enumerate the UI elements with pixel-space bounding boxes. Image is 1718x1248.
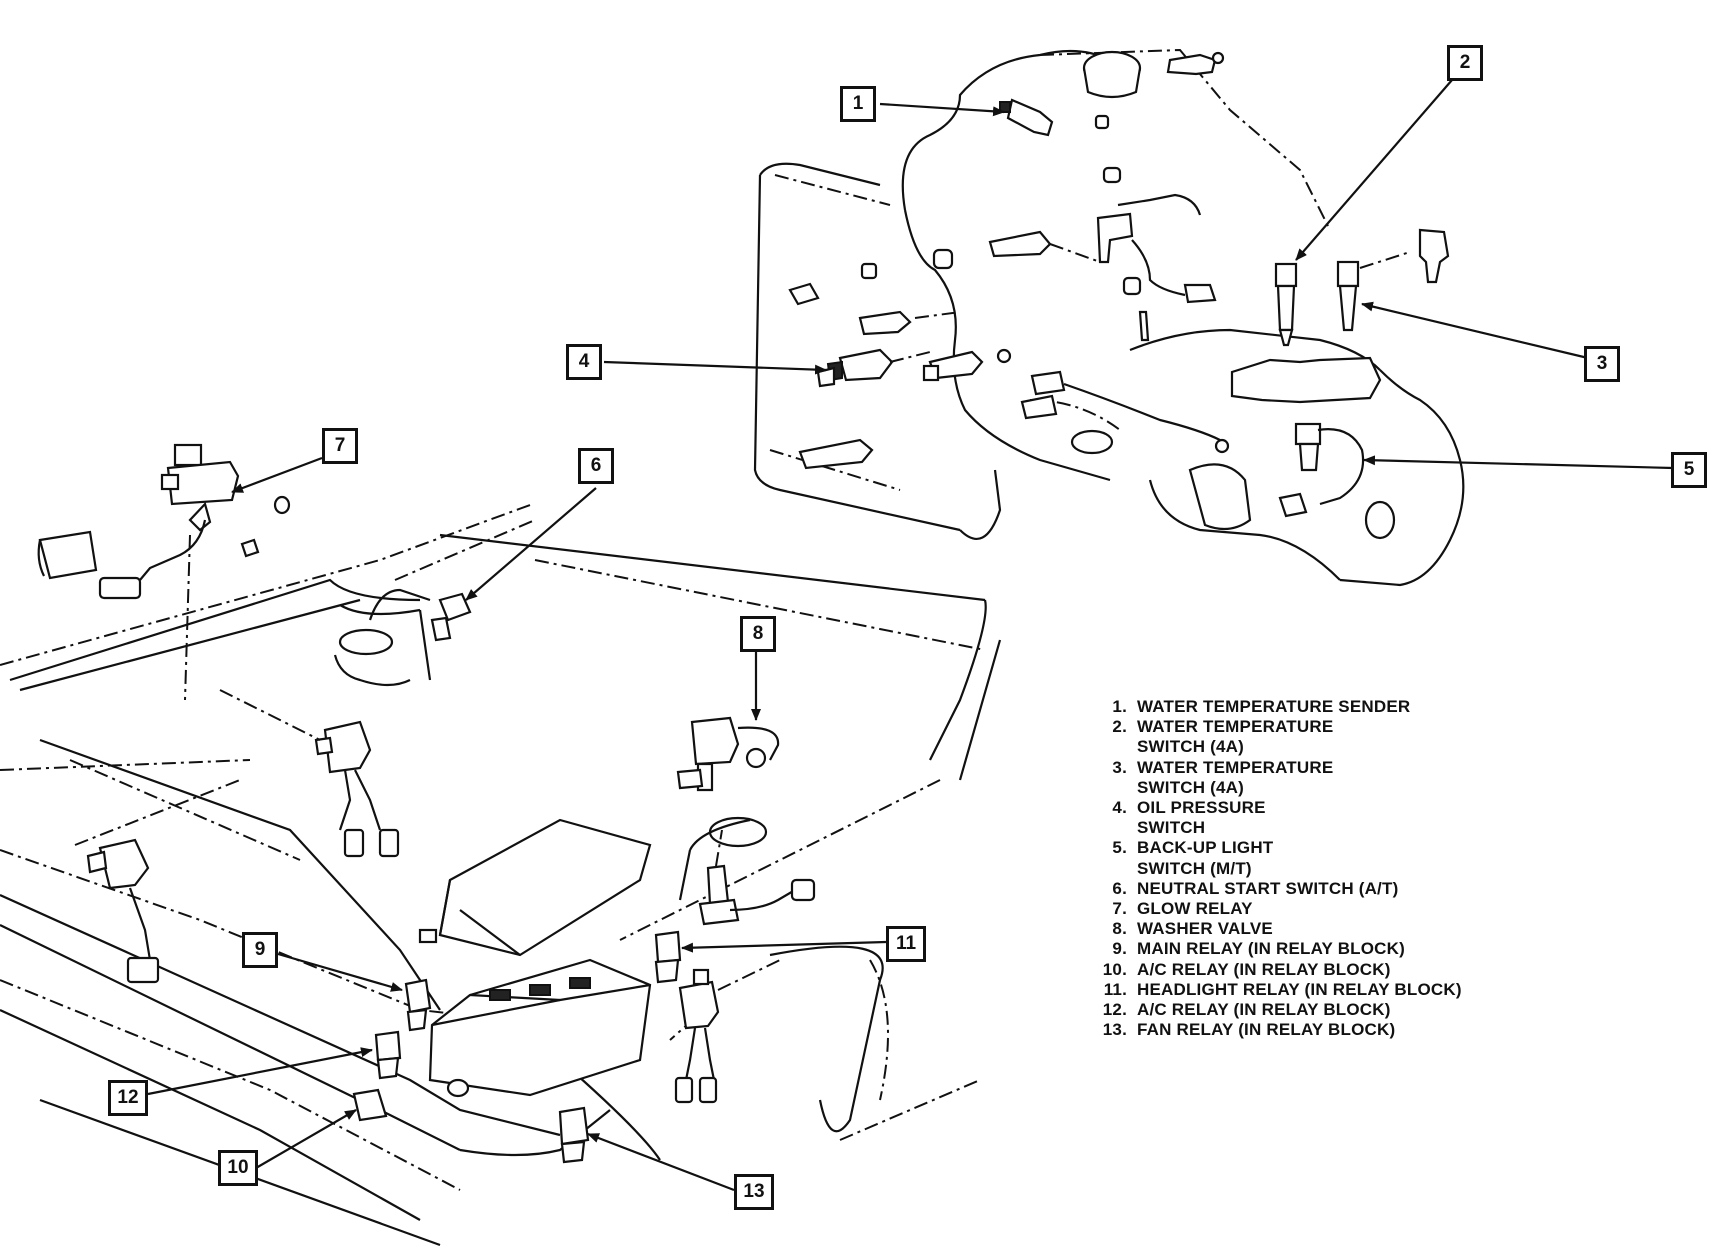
callout-1: 1 — [840, 86, 876, 122]
legend-item: 11. HEADLIGHT RELAY (IN RELAY BLOCK) — [1082, 980, 1602, 1000]
water-temp-switch-3-icon — [1336, 260, 1360, 332]
callout-6: 6 — [578, 448, 614, 484]
callout-4: 4 — [566, 344, 602, 380]
legend-item-text: OIL PRESSURE SWITCH — [1137, 798, 1266, 838]
relay-icon — [219, 689, 400, 858]
fan-relay-icon — [558, 1106, 590, 1164]
legend-item: 2. WATER TEMPERATURE SWITCH (4A) — [1082, 717, 1602, 757]
legend-item-text: MAIN RELAY (IN RELAY BLOCK) — [1137, 939, 1405, 959]
callout-9: 9 — [242, 932, 278, 968]
oil-pressure-switch-icon — [816, 348, 894, 388]
legend: 1. WATER TEMPERATURE SENDER 2. WATER TEMPER… — [1082, 697, 1602, 1040]
legend-item-text: NEUTRAL START SWITCH (A/T) — [1137, 878, 1399, 898]
sensor-icon — [922, 348, 1012, 382]
legend-item-number: 10. — [1102, 959, 1127, 979]
callout-2: 2 — [1447, 45, 1483, 81]
legend-item: 7. GLOW RELAY — [1082, 899, 1602, 919]
legend-item-text: WASHER VALVE — [1137, 919, 1273, 939]
callout-7: 7 — [322, 428, 358, 464]
ac-relay-10-icon — [352, 1088, 388, 1122]
legend-item-text: A/C RELAY (IN RELAY BLOCK) — [1137, 959, 1391, 979]
legend-item-text: WATER TEMPERATURE SWITCH (4A) — [1137, 757, 1334, 797]
water-temperature-sender-icon — [999, 98, 1054, 137]
legend-item-text: FAN RELAY (IN RELAY BLOCK) — [1137, 1020, 1396, 1040]
legend-item-text: WATER TEMPERATURE SWITCH (4A) — [1137, 717, 1334, 757]
connector-icon — [698, 829, 816, 926]
legend-item-number: 8. — [1112, 919, 1127, 939]
callout-10: 10 — [218, 1150, 258, 1186]
legend-item-number: 9. — [1112, 939, 1127, 959]
legend-item-number: 6. — [1112, 878, 1127, 898]
legend-item-number: 1. — [1112, 697, 1127, 716]
water-temp-switch-2-icon — [1274, 262, 1298, 347]
legend-item: 12. A/C RELAY (IN RELAY BLOCK) — [1082, 1000, 1602, 1020]
callout-12: 12 — [108, 1080, 148, 1116]
legend-item-text: GLOW RELAY — [1137, 899, 1253, 919]
callout-13: 13 — [734, 1174, 774, 1210]
relay-block-icon — [428, 958, 652, 1098]
callout-leaders — [147, 79, 1674, 1192]
legend-item: 1. WATER TEMPERATURE SENDER — [1082, 697, 1602, 717]
relay-block-cover-icon — [418, 818, 652, 957]
legend-item-number: 3. — [1112, 757, 1127, 777]
washer-valve-icon — [676, 716, 780, 792]
callout-3: 3 — [1584, 346, 1620, 382]
legend-item: 6. NEUTRAL START SWITCH (A/T) — [1082, 879, 1602, 899]
ac-relay-12-icon — [374, 1030, 402, 1080]
legend-item: 9. MAIN RELAY (IN RELAY BLOCK) — [1082, 939, 1602, 959]
relay-icon-left — [86, 838, 160, 984]
legend-item-number: 13. — [1102, 1020, 1127, 1040]
legend-item-number: 12. — [1102, 1000, 1127, 1020]
legend-item: 8. WASHER VALVE — [1082, 919, 1602, 939]
legend-item: 13. FAN RELAY (IN RELAY BLOCK) — [1082, 1020, 1602, 1040]
legend-item-number: 2. — [1112, 717, 1127, 737]
engine-assembly — [753, 48, 1465, 587]
legend-item: 3. WATER TEMPERATURE SWITCH (4A) — [1082, 758, 1602, 798]
legend-item-number: 11. — [1103, 979, 1127, 999]
legend-item-text: WATER TEMPERATURE SENDER — [1137, 697, 1411, 716]
callout-5: 5 — [1671, 452, 1707, 488]
relay-icon-right — [674, 959, 781, 1104]
main-relay-icon — [404, 978, 432, 1032]
vss-icon — [1188, 438, 1252, 531]
headlight-relay-icon — [654, 930, 682, 984]
vehicle-body-outline — [0, 504, 1002, 1247]
legend-item-number: 5. — [1112, 838, 1127, 858]
callout-11: 11 — [886, 926, 926, 962]
legend-item: 5. BACK-UP LIGHT SWITCH (M/T) — [1082, 838, 1602, 878]
legend-item-number: 4. — [1112, 798, 1127, 818]
callout-8: 8 — [740, 616, 776, 652]
back-up-light-switch-icon — [1278, 422, 1396, 540]
legend-item: 10. A/C RELAY (IN RELAY BLOCK) — [1082, 960, 1602, 980]
legend-item-text: BACK-UP LIGHT SWITCH (M/T) — [1137, 838, 1274, 878]
legend-item: 4. OIL PRESSURE SWITCH — [1082, 798, 1602, 838]
legend-item-text: A/C RELAY (IN RELAY BLOCK) — [1137, 1000, 1391, 1020]
neutral-start-switch-icon — [430, 592, 472, 642]
legend-item-text: HEADLIGHT RELAY (IN RELAY BLOCK) — [1137, 979, 1462, 999]
legend-item-number: 7. — [1112, 899, 1127, 919]
